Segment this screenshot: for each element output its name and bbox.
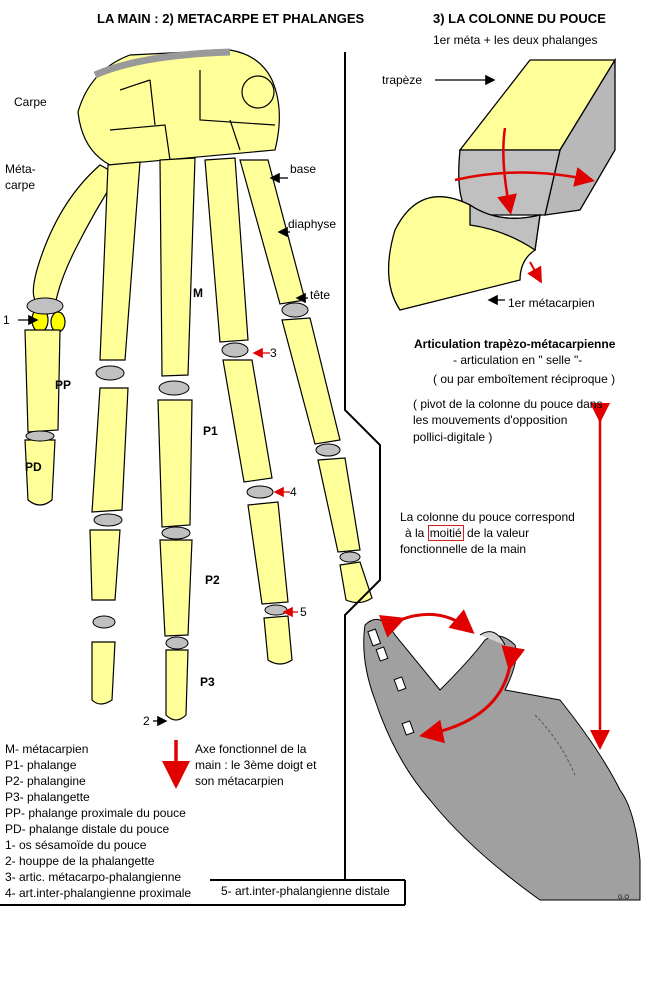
legend-item: 3- artic. métacarpo-phalangienne: [5, 870, 182, 884]
label-num-3: 3: [270, 346, 277, 360]
index-proximal-phalanx: [91, 387, 129, 513]
middle-distal-phalanx: [165, 649, 189, 721]
pivot-line-2: les mouvements d'opposition: [413, 413, 568, 427]
ring-middle-phalanx: [247, 501, 289, 605]
colonne-line-3: fonctionnelle de la main: [400, 542, 527, 556]
label-num-2: 2: [143, 714, 150, 728]
label-p2: P2: [205, 573, 220, 587]
little-proximal-phalanx: [281, 317, 341, 445]
legend-item: P1- phalange: [5, 758, 77, 772]
articulation-line-1: - articulation en " selle "-: [453, 353, 583, 367]
main-title: LA MAIN : 2) METACARPE ET PHALANGES: [97, 11, 365, 26]
label-p3: P3: [200, 675, 215, 689]
trapezo-metacarpal-joint-drawing: [387, 57, 617, 311]
divider-lines: [0, 52, 406, 906]
ring-proximal-phalanx: [222, 359, 273, 483]
thumb-distal-phalanx: [24, 439, 56, 506]
label-num-5: 5: [300, 605, 307, 619]
label-p1: P1: [203, 424, 218, 438]
moitie-highlight: moitié: [427, 525, 464, 541]
axis-note-3: son métacarpien: [195, 774, 284, 788]
little-metacarpal: [239, 159, 306, 305]
label-trapeze: trapèze: [382, 73, 423, 87]
legend: M- métacarpien P1- phalange P2- phalangi…: [5, 741, 191, 901]
thumb-title: 3) LA COLONNE DU POUCE: [433, 11, 606, 26]
pisiform-bone: [241, 75, 275, 109]
label-pp: PP: [55, 378, 72, 392]
articulation-title: Articulation trapèzo-métacarpienne: [414, 337, 616, 351]
ring-metacarpal: [204, 157, 249, 343]
index-distal-phalanx: [91, 641, 116, 705]
axis-note-1: Axe fonctionnel de la: [195, 742, 307, 756]
label-diaphyse: diaphyse: [288, 217, 337, 231]
label-metacarpe-2: carpe: [5, 178, 36, 192]
little-distal-phalanx: [339, 561, 373, 604]
colonne-line-2: à la moitié de la valeur: [405, 525, 530, 541]
index-middle-phalanx: [89, 529, 121, 601]
legend-item: 2- houppe de la phalangette: [5, 854, 155, 868]
label-base: base: [290, 162, 317, 176]
label-pd: PD: [25, 460, 42, 474]
legend-item: P2- phalangine: [5, 774, 86, 788]
middle-proximal-phalanx: [157, 399, 193, 528]
label-num-4: 4: [290, 485, 297, 499]
index-metacarpal: [99, 161, 141, 361]
label-m: M: [193, 286, 203, 300]
legend-item-5: 5- art.inter-phalangienne distale: [221, 884, 390, 898]
legend-item: 4- art.inter-phalangienne proximale: [5, 886, 192, 900]
ring-distal-phalanx: [263, 615, 293, 665]
legend-item: PP- phalange proximale du pouce: [5, 806, 186, 820]
colonne-line-2-pre: à la: [405, 526, 428, 540]
hand-pointer-arrows: [18, 172, 308, 789]
colonne-line-1: La colonne du pouce correspond: [400, 510, 575, 524]
axis-note-2: main : le 3ème doigt et: [195, 758, 317, 772]
signature: G.O: [618, 895, 630, 901]
little-middle-phalanx: [317, 457, 361, 553]
thumb-subtitle: 1er méta + les deux phalanges: [433, 33, 598, 47]
thumb-proximal-phalanx: [24, 329, 61, 433]
pivot-line-3: pollici-digitale ): [413, 430, 493, 444]
opposition-hand-drawing: [363, 609, 641, 901]
middle-metacarpal: [159, 157, 196, 377]
hand-skeleton: [24, 48, 373, 721]
label-metacarpe-1: Méta-: [5, 162, 36, 176]
middle-middle-phalanx: [159, 539, 193, 637]
label-first-metacarpal: 1er métacarpien: [508, 296, 595, 310]
articulation-line-2: ( ou par emboîtement réciproque ): [433, 372, 616, 386]
pivot-line-1: ( pivot de la colonne du pouce dans: [413, 397, 603, 411]
legend-item: M- métacarpien: [5, 742, 89, 756]
legend-item: 1- os sésamoïde du pouce: [5, 838, 147, 852]
label-carpe: Carpe: [14, 95, 47, 109]
colonne-line-2-post: de la valeur: [463, 526, 530, 540]
label-num-1: 1: [3, 313, 10, 327]
label-tete: tête: [310, 288, 331, 302]
legend-item: P3- phalangette: [5, 790, 90, 804]
legend-item: PD- phalange distale du pouce: [5, 822, 170, 836]
